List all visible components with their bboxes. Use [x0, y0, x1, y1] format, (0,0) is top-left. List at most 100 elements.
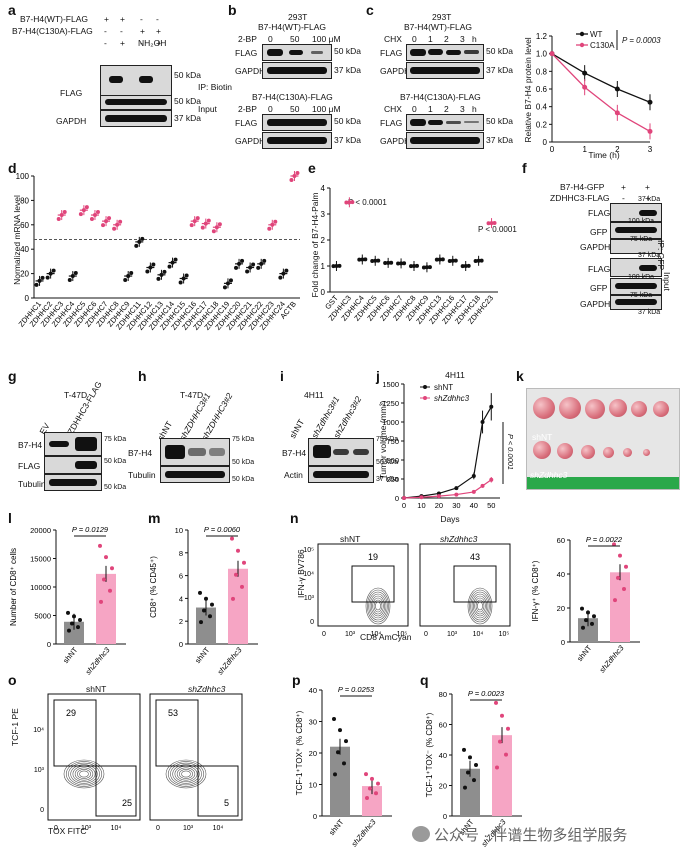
a-row-wt: B7-H4(WT)-FLAG	[20, 14, 88, 24]
h-kda-1: 75 kDa	[232, 436, 255, 443]
c-drug-2: CHX	[384, 104, 402, 114]
d-chart-point	[134, 243, 139, 248]
n-plot-title-1: shNT	[340, 534, 361, 544]
n-contour	[470, 591, 490, 621]
d-chart-point	[45, 275, 50, 280]
c-legend-c130a: C130A	[590, 41, 615, 50]
n-bar-ytick-label: 40	[557, 570, 565, 579]
l-point	[76, 625, 80, 630]
m-point	[208, 614, 212, 619]
f-kda-4: 37 kDa	[638, 252, 661, 259]
d-chart-point	[62, 210, 67, 215]
p-point	[374, 791, 378, 796]
f-blot-label-2: GFP	[590, 227, 608, 237]
f-mark-2b: +	[645, 193, 650, 203]
c-legend-wt: WT	[590, 30, 603, 39]
c-time-2a: 0	[412, 104, 417, 114]
d-chart-point	[107, 216, 112, 221]
n-contour	[369, 593, 387, 619]
b-dose-2c: 100 μM	[312, 104, 341, 114]
o-xtick-label: 10³	[183, 825, 194, 832]
n-contour	[367, 589, 389, 623]
n-bar-point	[618, 553, 622, 558]
i-kda-3: 37 kDa	[376, 476, 399, 483]
c-legend-dot-c130a	[579, 42, 585, 48]
d-chart-point	[189, 223, 194, 228]
panel-letter-q: q	[420, 672, 429, 688]
n-plot-title-2: shZdhhc3	[440, 534, 478, 544]
wechat-icon	[412, 826, 430, 842]
panel-letter-i: i	[280, 368, 284, 384]
j-ytick-label: 250	[386, 475, 399, 484]
o-gate-tl-value: 29	[66, 708, 76, 718]
d-chart-point	[206, 218, 211, 223]
g-blot-label-1: B7-H4	[18, 440, 43, 450]
c-time-2d: 3	[460, 104, 465, 114]
b-blot-flag-mut	[262, 114, 332, 131]
d-chart-point	[162, 269, 167, 274]
n-xtick-label: 10³	[345, 631, 356, 638]
o-contour	[65, 761, 103, 787]
m-point	[202, 608, 206, 613]
panel-letter-e: e	[308, 160, 316, 176]
n-xtick-label: 0	[424, 631, 428, 638]
p-ytick-label: 0	[313, 812, 317, 821]
m-ytick-label: 2	[179, 617, 183, 626]
o-gate-br	[197, 765, 239, 817]
m-ytick-label: 0	[179, 640, 183, 649]
a-mark-2-2: -	[140, 38, 143, 48]
j-point	[402, 496, 406, 500]
f-blot-label-5: GFP	[590, 283, 608, 293]
panel-letter-g: g	[8, 368, 17, 384]
q-point	[474, 762, 478, 767]
c-blot-gapdh-mut	[406, 132, 484, 149]
j-ytick-label: 1500	[382, 380, 399, 389]
n-bar-p: P = 0.0022	[586, 535, 623, 544]
o-plot-frame	[47, 693, 141, 821]
j-point	[436, 494, 441, 499]
p-point	[376, 781, 380, 786]
o-plot-title-2: shZdhhc3	[188, 684, 226, 694]
n-contour	[475, 599, 485, 613]
l-point	[104, 555, 108, 560]
n-xtick-label: 10⁴	[371, 631, 382, 638]
d-chart-point	[195, 216, 200, 221]
g-kda-2: 50 kDa	[104, 458, 127, 465]
b-gapdh-1: GAPDH	[235, 66, 266, 76]
f-blot-gfp-ip	[610, 222, 662, 239]
o-contour	[167, 761, 205, 787]
panel-letter-p: p	[292, 672, 301, 688]
c-blot-flag-mut	[406, 114, 484, 131]
c-xtick-label: 1	[582, 145, 587, 154]
p-point	[370, 776, 374, 781]
panel-letter-j: j	[376, 368, 380, 384]
c-series-line	[551, 53, 651, 103]
o-xtick-label: 0	[156, 825, 160, 832]
j-point	[480, 483, 485, 488]
f-blot-label-1: FLAG	[588, 208, 611, 218]
a-mark-0-3: -	[156, 14, 159, 24]
d-chart-ytick-label: 100	[16, 172, 30, 181]
f-mark-1a: +	[621, 182, 626, 192]
d-chart-point	[101, 223, 106, 228]
j-xtick-label: 50	[487, 501, 495, 510]
q-point	[463, 785, 467, 790]
n-contour	[469, 589, 491, 623]
j-ytick-label: 0	[395, 494, 399, 503]
c-ytick-label: 0.6	[536, 85, 548, 94]
d-chart-point	[256, 265, 261, 270]
f-blot-label-4: FLAG	[588, 264, 611, 274]
panel-letter-f: f	[522, 160, 527, 176]
n-bar-ytick-label: 60	[557, 536, 565, 545]
panel-letter-b: b	[228, 2, 237, 18]
o-contour	[172, 764, 200, 784]
o-xtick-label: 0	[54, 825, 58, 832]
d-chart-point	[222, 285, 227, 290]
o-ytick-label: 0	[40, 807, 44, 814]
c-flag-2: FLAG	[380, 118, 403, 128]
f-kda-6: 75 kDa	[630, 292, 653, 299]
e-chart-ytick-label: 2	[321, 236, 326, 245]
d-chart-point	[278, 275, 283, 280]
